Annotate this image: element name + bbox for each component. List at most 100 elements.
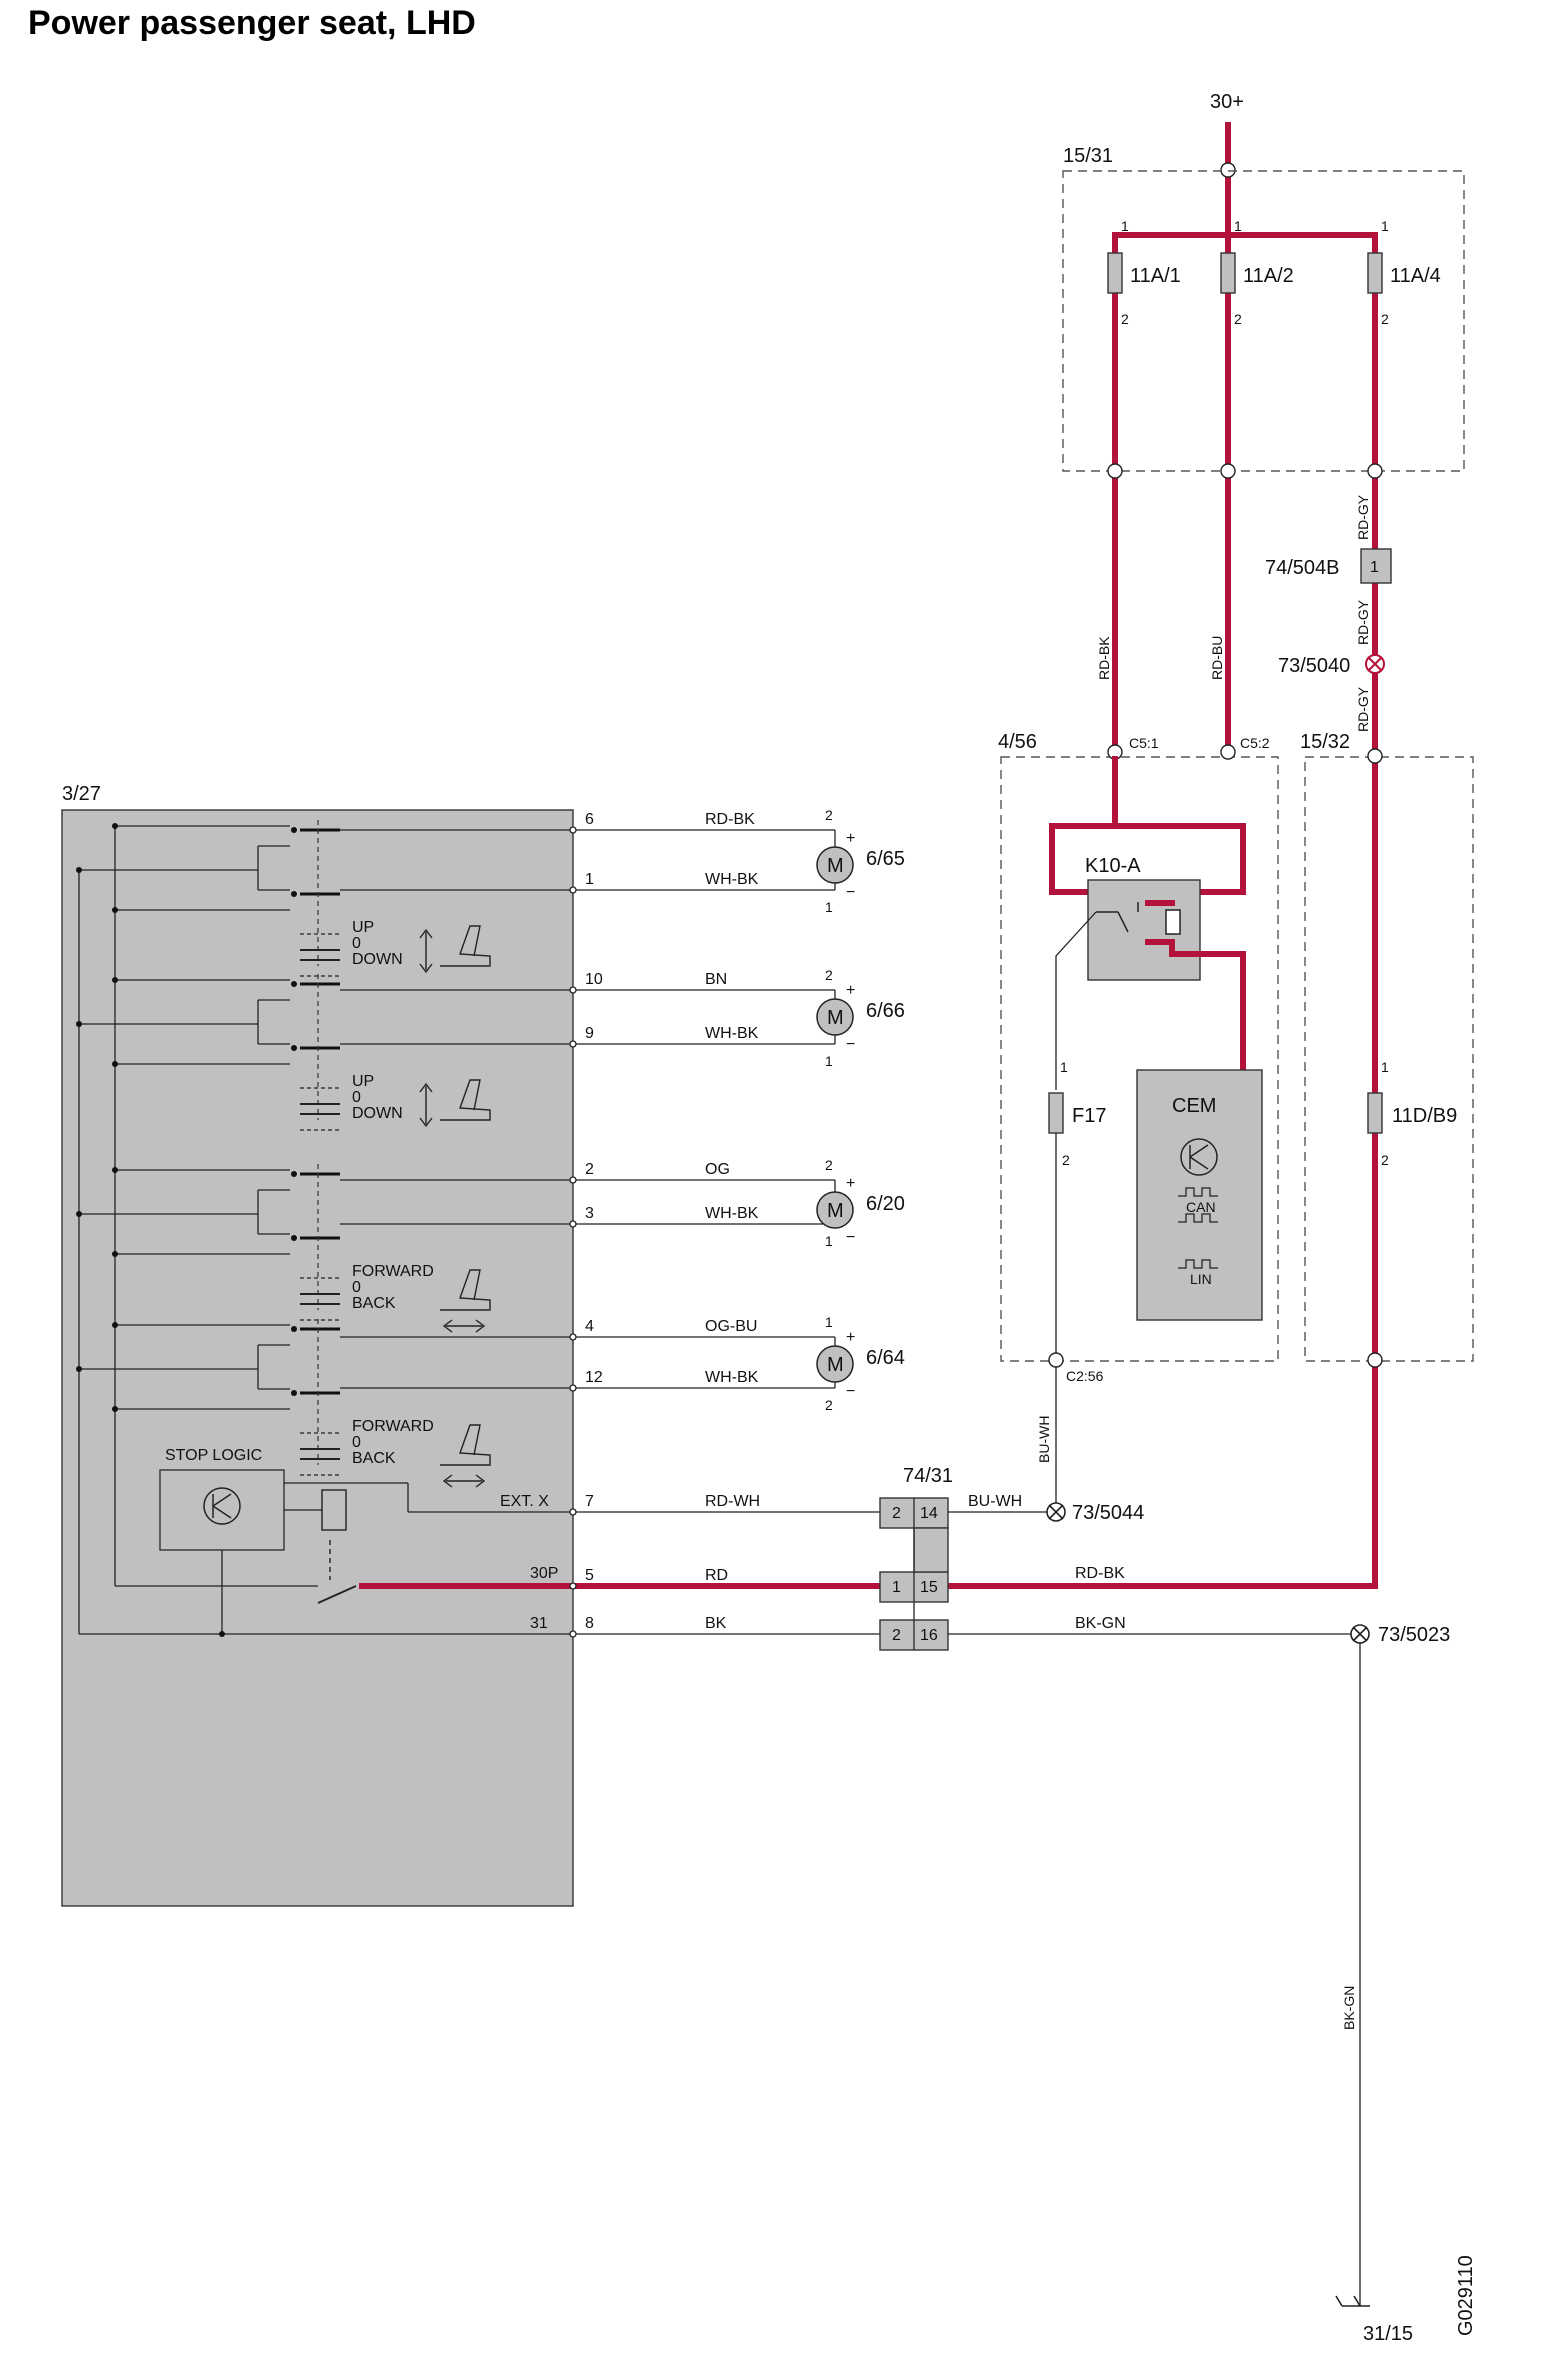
- wire-label-rd-gy-3: RD-GY: [1355, 686, 1371, 732]
- motor-icon: [816, 998, 854, 1036]
- connector-pin-right: 14: [920, 1505, 938, 1522]
- cem-can-label: CAN: [1186, 1199, 1216, 1215]
- motor-id-label: 6/64: [866, 1347, 905, 1369]
- supply-label: 30+: [1210, 91, 1244, 113]
- cem-transistor-icon: [1180, 1138, 1218, 1176]
- can-signal-icon: [1178, 1187, 1218, 1223]
- wire-color-label: RD-WH: [705, 1493, 760, 1510]
- switch-label-1: FORWARD: [352, 1263, 434, 1280]
- motor-polarity: +: [846, 982, 855, 999]
- connector-74-31-label: 74/31: [903, 1465, 953, 1487]
- stop-logic-transistor-icon: [203, 1487, 241, 1525]
- fuse-11a2-label: 11A/2: [1243, 265, 1294, 287]
- relay-k10a: [1087, 879, 1201, 981]
- relay-feed-wire: [1049, 756, 1246, 895]
- bk-gn-right-label: BK-GN: [1075, 1615, 1126, 1632]
- cem-lin-label: LIN: [1190, 1271, 1212, 1287]
- fuse-box-15-31-label: 15/31: [1063, 145, 1113, 167]
- motor-id-label: 6/20: [866, 1193, 905, 1215]
- motor-polarity: +: [846, 830, 855, 847]
- switch-label-2: DOWN: [352, 1105, 403, 1122]
- switch-label-1: FORWARD: [352, 1418, 434, 1435]
- motor-icon: [816, 1345, 854, 1383]
- switch-label-2: BACK: [352, 1450, 396, 1467]
- module-pin-label: 5: [585, 1567, 594, 1584]
- connector-pin-left: 2: [892, 1505, 901, 1522]
- motor-pin-label: 2: [825, 807, 833, 823]
- motor-symbol: M: [827, 1007, 844, 1029]
- motor-id-label: 6/65: [866, 848, 905, 870]
- cem-box-label: 4/56: [998, 731, 1037, 753]
- p31-label: 31: [530, 1615, 548, 1632]
- connector-pin-right: 16: [920, 1627, 938, 1644]
- fuse2-node: [1220, 463, 1236, 479]
- wire-color-label: OG-BU: [705, 1318, 757, 1335]
- module-pin-label: 7: [585, 1493, 594, 1510]
- fuse-11a4-pin-out: 2: [1381, 311, 1389, 327]
- fuse-box-15-32-label: 15/32: [1300, 731, 1350, 753]
- wire-label-bk-gn: BK-GN: [1341, 1986, 1357, 2030]
- module-pin-label: 6: [585, 811, 594, 828]
- seat-adjust-icon: [440, 1424, 491, 1488]
- module-pin-label: 2: [585, 1161, 594, 1178]
- cem-c256-node: [1048, 1352, 1064, 1368]
- wire-label-bu-wh: BU-WH: [1036, 1416, 1052, 1463]
- motor-polarity: −: [846, 1383, 855, 1400]
- fuse-11d-b9-pin-out: 2: [1381, 1152, 1389, 1168]
- wire-color-label: WH-BK: [705, 1369, 759, 1386]
- cem-pin-c52: C5:2: [1240, 735, 1270, 751]
- fuse-11a1-label: 11A/1: [1130, 265, 1181, 287]
- motor-pin-label: 1: [825, 899, 833, 915]
- module-pin-label: 3: [585, 1205, 594, 1222]
- cem-module: [1136, 1069, 1263, 1321]
- splice-73-5040: [1365, 654, 1385, 674]
- wire-color-label: WH-BK: [705, 871, 759, 888]
- stop-logic-box: [159, 1469, 285, 1551]
- motor-pin-label: 1: [825, 1314, 833, 1330]
- fuse4-node: [1367, 463, 1383, 479]
- fuse-11a1-pin-out: 2: [1121, 311, 1129, 327]
- fuse-11a2-pin-out: 2: [1234, 311, 1242, 327]
- switch-label-1: UP: [352, 1073, 374, 1090]
- relay-contact: [1096, 902, 1139, 933]
- stop-logic-relay: [284, 1482, 409, 1580]
- wire-color-label: BN: [705, 971, 727, 988]
- seat-adjust-icon: [419, 925, 491, 974]
- motor-polarity: +: [846, 1175, 855, 1192]
- fuse-f17-pin-in: 1: [1060, 1059, 1068, 1075]
- fuse-11d-b9: [1367, 1092, 1383, 1134]
- switch-label-2: BACK: [352, 1295, 396, 1312]
- fuse-f17-label: F17: [1072, 1105, 1106, 1127]
- connector-pin-left: 1: [892, 1579, 901, 1596]
- connector-74-504b: [1360, 548, 1392, 584]
- supply-node: [1220, 162, 1236, 178]
- seat-module-label: 3/27: [62, 783, 101, 805]
- p30-label: 30P: [530, 1565, 558, 1582]
- stop-logic-label: STOP LOGIC: [165, 1447, 262, 1464]
- splice-73-5023: [1350, 1624, 1370, 1644]
- fuse-11a4-pin-in: 1: [1381, 218, 1389, 234]
- motor-polarity: +: [846, 1329, 855, 1346]
- motor-id-label: 6/66: [866, 1000, 905, 1022]
- motor-symbol: M: [827, 1354, 844, 1376]
- connector-pin-right: 15: [920, 1579, 938, 1596]
- fuse1-node: [1107, 463, 1123, 479]
- wire-color-label: WH-BK: [705, 1025, 759, 1042]
- motor-pin-label: 2: [825, 967, 833, 983]
- connector-74-504b-pin: 1: [1370, 559, 1379, 576]
- junction-31: [219, 1631, 225, 1637]
- wire-label-rd-bu: RD-BU: [1209, 636, 1225, 680]
- ground-point-label: 31/15: [1363, 2323, 1413, 2345]
- motor-wires: 61RD-BKWH-BKM21+−6/65109BNWH-BKM21+−6/66…: [340, 807, 905, 1638]
- cem-label: CEM: [1172, 1095, 1216, 1117]
- wire-color-label: BK: [705, 1615, 727, 1632]
